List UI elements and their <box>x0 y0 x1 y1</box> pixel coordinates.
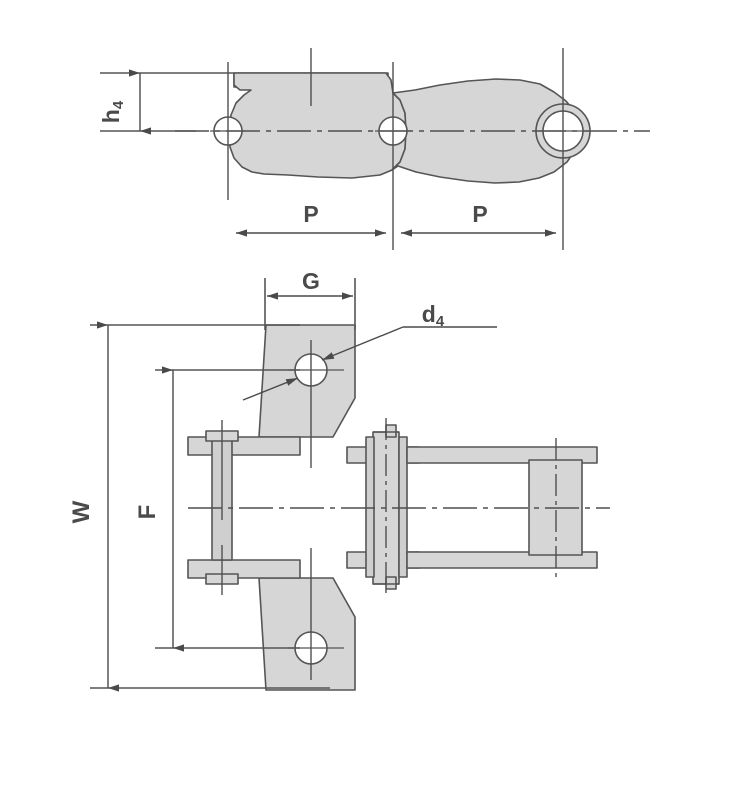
label-F: F <box>134 505 161 520</box>
label-pitch-right: P <box>472 201 487 227</box>
plan-link-plate-right <box>406 446 598 569</box>
plan-top-view <box>90 278 610 692</box>
dimension-labels: h4 P P G d4 W F <box>68 100 488 523</box>
label-G: G <box>302 268 320 294</box>
label-h4: h4 <box>98 100 127 123</box>
dimension-F <box>155 366 300 652</box>
dimension-G <box>264 278 356 330</box>
dimension-d4-leader <box>242 326 497 401</box>
side-elevation-view <box>100 48 650 250</box>
label-pitch-left: P <box>303 201 318 227</box>
attachment-wing-top <box>258 324 356 438</box>
plan-vertical-centerlines <box>221 340 557 680</box>
dimension-h4 <box>100 69 234 135</box>
attachment-wing-bottom <box>258 577 356 691</box>
label-d4: d4 <box>422 301 445 330</box>
dimension-W <box>90 321 330 692</box>
label-W: W <box>68 500 95 523</box>
